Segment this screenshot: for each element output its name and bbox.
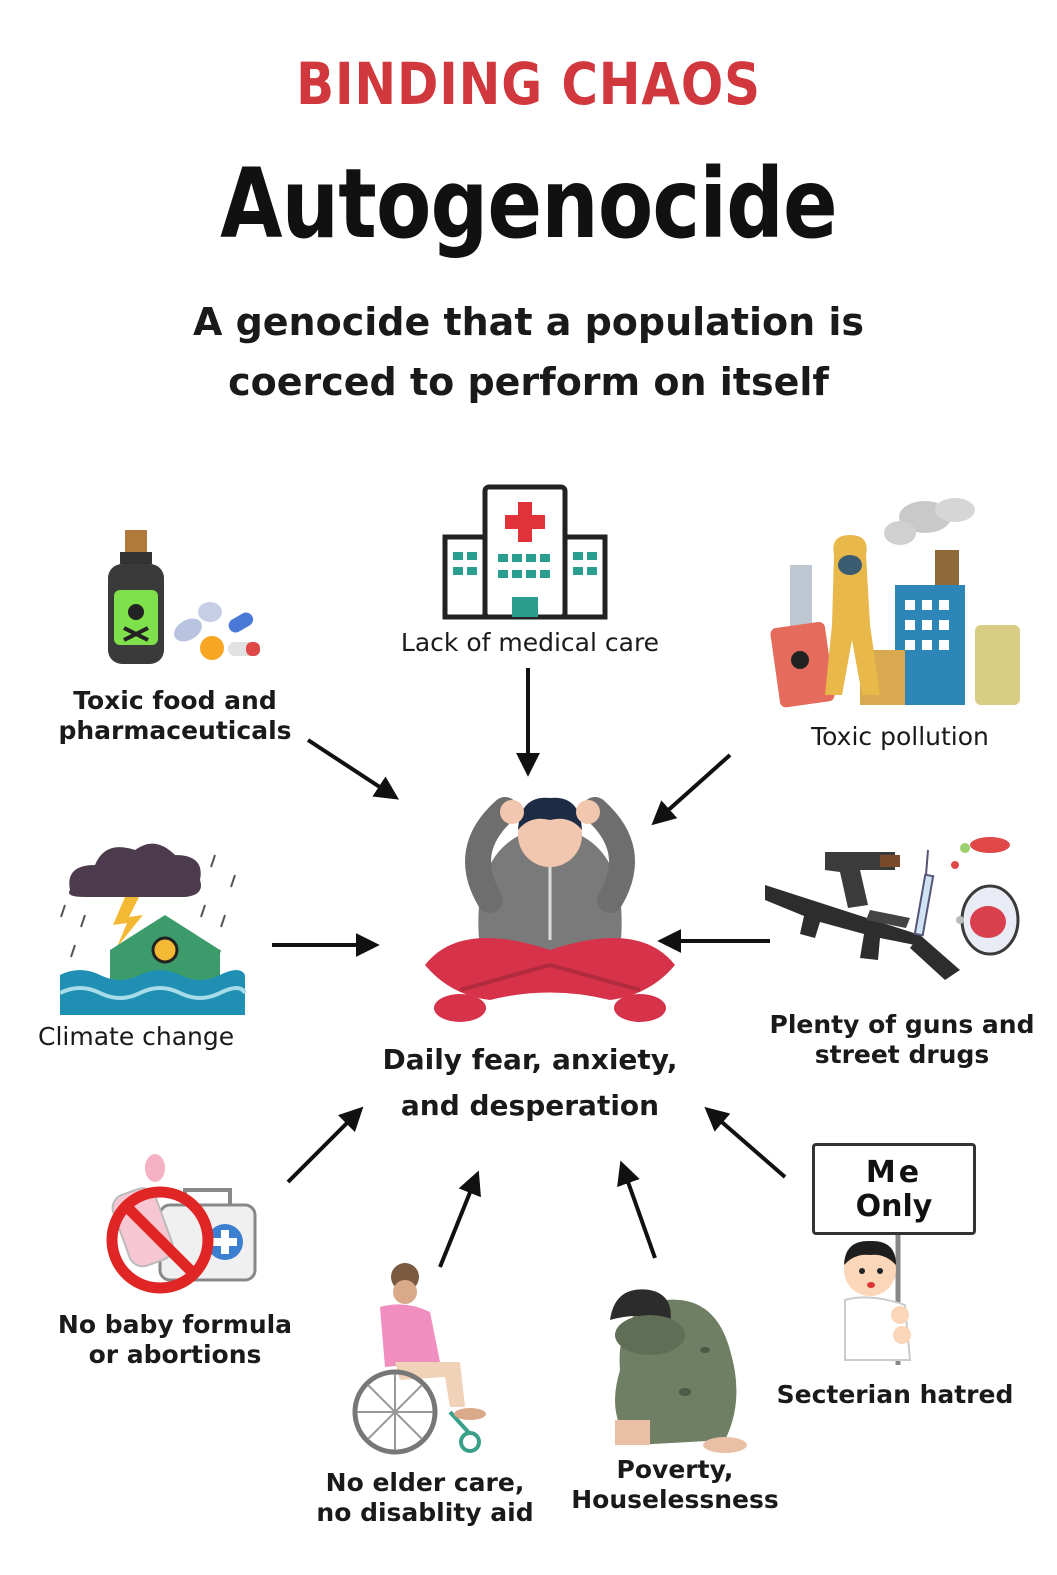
subtitle-line-1: A genocide that a population is (192, 300, 865, 344)
subtitle: A genocide that a population is coerced … (0, 292, 1057, 412)
arrow-elder (438, 1170, 481, 1268)
no-baby-formula-icon (106, 1154, 257, 1294)
wheelchair-elder-icon (352, 1263, 486, 1455)
label-medical-line-1: Lack of medical care (400, 628, 660, 657)
arrow-pollution (651, 753, 732, 826)
center-label-line-2: and desperation (400, 1089, 660, 1122)
label-poverty-line-2: Houselessness (571, 1485, 779, 1514)
label-toxic-food-line-1: Toxic food and (73, 686, 277, 715)
label-guns: Plenty of guns and street drugs (762, 1010, 1042, 1070)
label-sectarian-line-1: Secterian hatred (776, 1380, 1014, 1409)
hospital-icon (442, 484, 608, 620)
me-only-sign: Me Only (812, 1143, 976, 1235)
arrow-baby (286, 1106, 364, 1184)
arrow-toxic-food (306, 738, 400, 800)
arrow-sectarian (704, 1106, 787, 1179)
label-climate: Climate change (38, 1022, 298, 1052)
angry-protester-icon (844, 1235, 912, 1365)
label-sectarian: Secterian hatred (770, 1380, 1020, 1410)
factory-pollution-icon (770, 498, 1020, 708)
label-baby-line-1: No baby formula (57, 1310, 293, 1339)
label-guns-line-1: Plenty of guns and (769, 1010, 1035, 1039)
center-label-line-1: Daily fear, anxiety, (382, 1043, 678, 1076)
arrow-poverty (617, 1160, 657, 1259)
anxious-person-icon (425, 797, 675, 1022)
label-toxic-food: Toxic food and pharmaceuticals (40, 686, 310, 746)
poverty-person-icon (610, 1289, 747, 1453)
label-baby-line-2: or abortions (88, 1340, 262, 1369)
sign-line-1: Me (865, 1155, 923, 1190)
subtitle-line-2: coerced to perform on itself (228, 360, 829, 404)
label-elder-line-2: no disablity aid (316, 1498, 534, 1527)
label-toxic-food-line-2: pharmaceuticals (58, 716, 292, 745)
label-elder: No elder care, no disablity aid (290, 1468, 560, 1528)
storm-flood-icon (59, 843, 247, 1015)
label-pollution: Toxic pollution (770, 722, 1030, 752)
label-poverty-line-1: Poverty, (616, 1455, 734, 1484)
page-title: Autogenocide (220, 148, 838, 260)
label-guns-line-2: street drugs (814, 1040, 990, 1069)
guns-drugs-icon (765, 837, 1020, 980)
label-elder-line-1: No elder care, (325, 1468, 525, 1497)
label-pollution-line-1: Toxic pollution (811, 722, 989, 751)
poison-bottle-pills-icon (108, 530, 260, 664)
label-poverty: Poverty, Houselessness (555, 1455, 795, 1515)
label-baby: No baby formula or abortions (40, 1310, 310, 1370)
label-medical: Lack of medical care (380, 628, 680, 658)
center-label: Daily fear, anxiety, and desperation (330, 1037, 730, 1129)
label-climate-line-1: Climate change (38, 1022, 235, 1051)
brand-title: BINDING CHAOS (296, 50, 761, 118)
sign-line-2: Only (855, 1189, 933, 1224)
